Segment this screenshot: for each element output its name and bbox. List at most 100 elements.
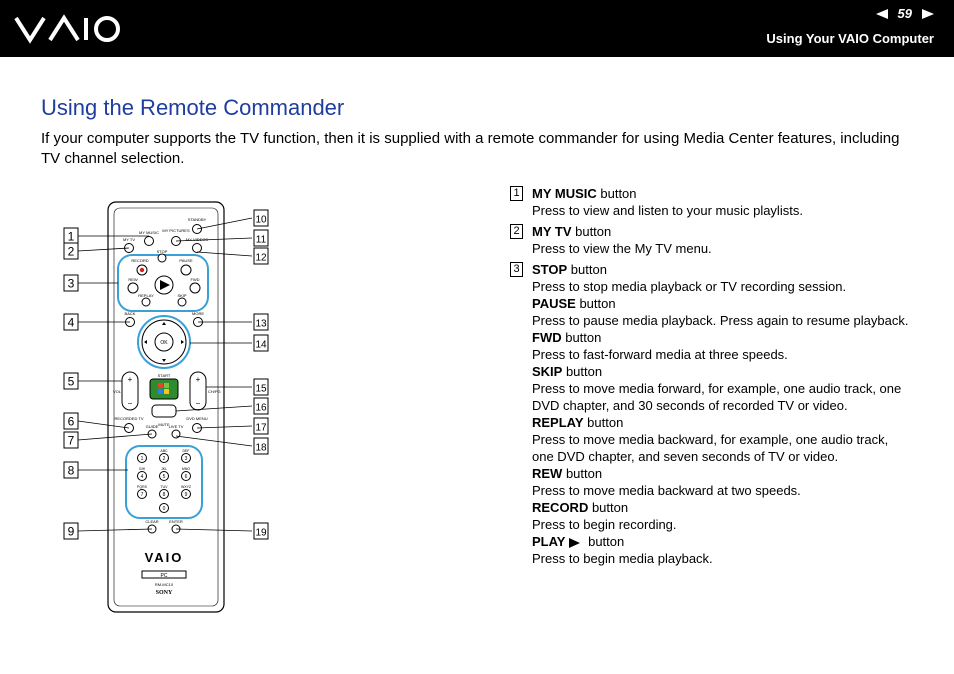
svg-text:SONY: SONY: [156, 590, 173, 596]
svg-text:18: 18: [255, 443, 267, 454]
vaio-logo: [14, 14, 120, 44]
intro-paragraph: If your computer supports the TV functio…: [41, 130, 900, 167]
dpad-ring: [137, 315, 191, 369]
mute-button: [151, 404, 177, 418]
svg-text:GUIDE: GUIDE: [146, 424, 159, 429]
button-description-list: 1 MY MUSIC button Press to view and list…: [510, 185, 910, 571]
prev-page-icon[interactable]: [875, 8, 888, 19]
ch-pg-rocker: [189, 371, 207, 411]
callout-16: 16: [253, 397, 269, 415]
svg-text:RECORD: RECORD: [131, 258, 148, 263]
svg-text:MY VIDEOS: MY VIDEOS: [186, 237, 208, 242]
svg-text:ENTER: ENTER: [169, 519, 183, 524]
svg-text:CLEAR: CLEAR: [145, 519, 158, 524]
callout-2: 2: [63, 242, 79, 260]
callout-11: 11: [253, 229, 269, 247]
item-description: Press to view the My TV menu.: [532, 241, 712, 256]
svg-text:REW: REW: [128, 277, 138, 282]
svg-text:6: 6: [185, 474, 188, 480]
digit-2-button: 2 ABC: [159, 449, 169, 463]
list-item: 2 MY TV button Press to view the My TV m…: [510, 223, 910, 257]
svg-text:+: +: [196, 375, 201, 384]
fwd-button: [189, 282, 201, 294]
live-tv-button: [171, 429, 181, 439]
svg-text:JKL: JKL: [161, 467, 167, 471]
svg-text:12: 12: [255, 253, 267, 264]
callout-19: 19: [253, 522, 269, 540]
svg-text:14: 14: [255, 340, 267, 351]
svg-text:DVD MENU: DVD MENU: [186, 416, 207, 421]
svg-text:19: 19: [255, 528, 267, 539]
next-page-icon[interactable]: [922, 8, 934, 19]
item-number: 3: [510, 262, 523, 277]
section-title: Using Your VAIO Computer: [766, 31, 934, 46]
svg-text:FWD: FWD: [190, 277, 199, 282]
callout-1: 1: [63, 227, 79, 245]
digit-6-button: 6 MNO: [181, 467, 191, 481]
svg-text:4: 4: [141, 474, 144, 480]
svg-text:ABC: ABC: [160, 449, 168, 453]
page-title: Using the Remote Commander: [41, 95, 345, 120]
ok-button: [154, 332, 174, 352]
svg-text:15: 15: [255, 384, 267, 395]
callout-15: 15: [253, 378, 269, 396]
svg-text:6: 6: [68, 415, 75, 429]
callout-7: 7: [63, 431, 79, 449]
header-bar: 59 Using Your VAIO Computer: [0, 0, 954, 57]
remote-brand: VAIO: [145, 550, 184, 565]
stop-button: [157, 253, 167, 263]
vol-rocker: [121, 371, 139, 411]
item-description: Press to view and listen to your music p…: [532, 203, 803, 218]
my-videos-button: [192, 243, 202, 253]
svg-text:OK: OK: [160, 340, 168, 346]
svg-text:9: 9: [68, 525, 75, 539]
svg-text:2: 2: [163, 456, 166, 462]
rew-button: [127, 282, 139, 294]
callout-14: 14: [253, 334, 269, 352]
callout-6: 6: [63, 412, 79, 430]
callout-12: 12: [253, 247, 269, 265]
my-music-button: [144, 236, 154, 246]
svg-text:5: 5: [163, 474, 166, 480]
svg-text:13: 13: [255, 319, 267, 330]
callout-5: 5: [63, 372, 79, 390]
svg-text:MNO: MNO: [182, 467, 190, 471]
replay-button: [141, 297, 151, 307]
svg-text:GHI: GHI: [139, 467, 145, 471]
standby-label: STANDBY: [188, 217, 207, 222]
svg-text:TUV: TUV: [161, 485, 169, 489]
svg-text:DEF: DEF: [183, 449, 190, 453]
item-number: 2: [510, 224, 523, 239]
svg-text:8: 8: [68, 464, 75, 478]
digit-1-button: 1: [137, 453, 147, 463]
callout-9: 9: [63, 522, 79, 540]
svg-text:10: 10: [255, 215, 267, 226]
svg-text:7: 7: [68, 434, 75, 448]
svg-text:7: 7: [141, 492, 144, 498]
list-item: 1 MY MUSIC button Press to view and list…: [510, 185, 910, 219]
play-icon: [569, 537, 581, 548]
svg-text:1: 1: [141, 456, 144, 462]
svg-text:5: 5: [68, 375, 75, 389]
svg-text:SKIP: SKIP: [177, 293, 186, 298]
svg-text:+: +: [128, 375, 133, 384]
svg-text:3: 3: [68, 277, 75, 291]
page-number: 59: [897, 6, 912, 21]
svg-text:MORE: MORE: [192, 311, 204, 316]
svg-text:−: −: [128, 399, 133, 408]
svg-text:2: 2: [68, 245, 75, 259]
callout-3: 3: [63, 274, 79, 292]
svg-text:PAUSE: PAUSE: [179, 258, 193, 263]
svg-text:CH/PG: CH/PG: [208, 389, 221, 394]
svg-text:STOP: STOP: [157, 249, 168, 254]
svg-text:START: START: [158, 373, 171, 378]
svg-text:MY MUSIC: MY MUSIC: [139, 230, 159, 235]
page-nav: 59: [875, 6, 934, 21]
digit-0-button: 0: [159, 503, 169, 513]
